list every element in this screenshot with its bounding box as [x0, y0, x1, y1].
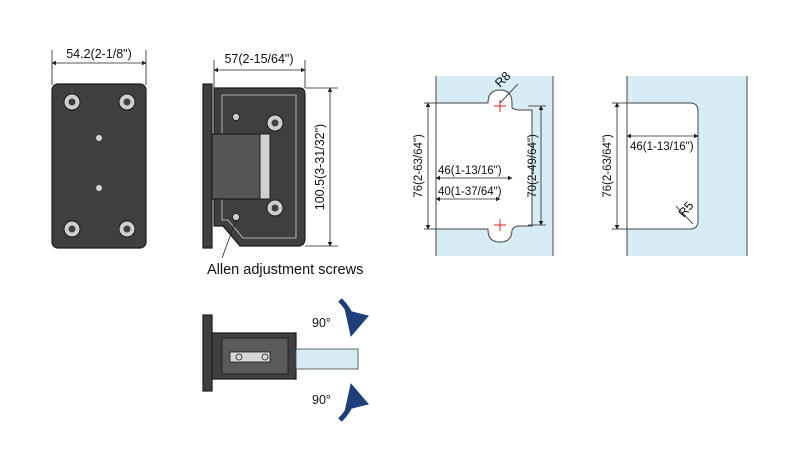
side-height-label: 100.5(3-31/32"): [313, 124, 327, 210]
cutout1-depth-label-46: 46(1-13/16"): [438, 165, 502, 177]
allen-screw-top: [232, 113, 240, 121]
center-hole-bottom: [96, 185, 102, 191]
back-plate-width-label: 54.2(2-1/8"): [66, 47, 132, 61]
glass-cutout-1: [435, 89, 533, 243]
rotation-glass-edge: [295, 348, 359, 370]
mounting-hole-br: [118, 220, 136, 238]
hinge-pivot-block: [211, 133, 265, 200]
rotation-top-view: 90° 90°: [202, 298, 369, 422]
glass-cutout-view-2: 76(2-63/64") 46(1-13/16") R5: [602, 76, 748, 256]
cutout1-slot-label: 70(2-49/64"): [527, 134, 539, 198]
rotation-wall-plate: [202, 314, 213, 392]
hinge-side-view: 57(2-15/64") 100.5(3-31/32") Allen adjus…: [202, 52, 363, 278]
glass-cutout-view-1: 76(2-63/64") R8 46(1-13/16") 40(1-37/64"…: [413, 69, 554, 256]
mounting-hole-bl: [63, 220, 81, 238]
cutout2-depth-label: 46(1-13/16"): [630, 141, 694, 153]
adjustment-screw-bottom: [266, 199, 284, 217]
allen-screw-bottom: [232, 213, 240, 221]
rotation-angle-top: 90°: [312, 316, 331, 330]
mounting-hole-tl: [63, 93, 81, 111]
adjustment-screw-top: [266, 114, 284, 132]
mounting-hole-tr: [118, 93, 136, 111]
side-width-label: 57(2-15/64"): [224, 52, 293, 66]
cutout2-height-label: 76(2-63/64"): [602, 134, 614, 198]
center-cross-icon: [494, 100, 506, 231]
cutout1-height-label: 76(2-63/64"): [413, 134, 425, 198]
rotation-angle-bottom: 90°: [312, 393, 331, 407]
allen-screws-caption: Allen adjustment screws: [207, 262, 363, 278]
rotate-arrow-icon: [338, 298, 369, 337]
rotate-arrow-icon: [338, 383, 369, 422]
wall-plate: [202, 83, 213, 249]
back-plate-view: 54.2(2-1/8"): [51, 47, 147, 249]
cutout1-depth-label-40: 40(1-37/64"): [438, 186, 502, 198]
center-hole-top: [96, 135, 102, 141]
back-plate: [51, 83, 147, 249]
